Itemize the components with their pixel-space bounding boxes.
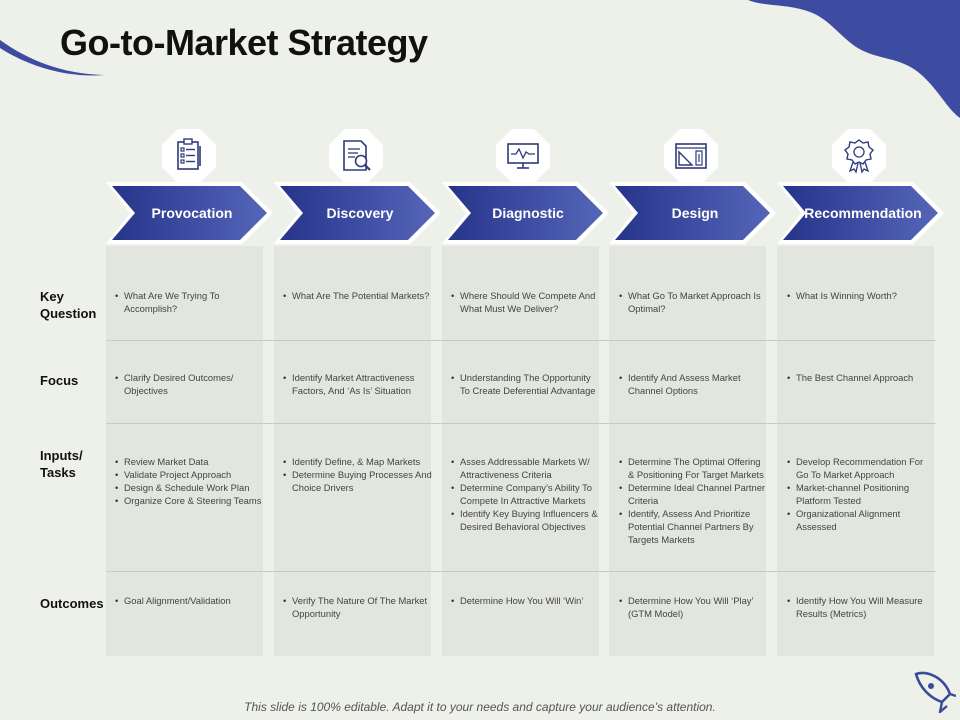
document-search-icon xyxy=(328,128,384,184)
cell-outcomes-provocation: Goal Alignment/Validation xyxy=(113,594,265,607)
cell-bullet: Where Should We Compete And What Must We… xyxy=(449,289,601,315)
row-label-inputs-tasks: Inputs/ Tasks xyxy=(40,448,83,480)
cell-bullet: Develop Recommendation For Go To Market … xyxy=(785,455,933,481)
column-recommendation xyxy=(777,246,934,656)
rocket-icon xyxy=(914,671,956,714)
cell-bullet: Validate Project Approach xyxy=(113,468,271,481)
cell-bullet: Market-channel Positioning Platform Test… xyxy=(785,481,933,507)
row-divider xyxy=(106,571,936,572)
cell-focus-recommendation: The Best Channel Approach xyxy=(785,371,937,384)
monitor-chart-icon xyxy=(495,128,551,184)
cell-inputs-discovery: Identify Define, & Map Markets Determine… xyxy=(281,455,439,494)
award-badge-icon xyxy=(831,128,887,184)
cell-bullet: The Best Channel Approach xyxy=(785,371,937,384)
cell-outcomes-diagnostic: Determine How You Will ‘Win’ xyxy=(449,594,601,607)
stage-label: Design xyxy=(671,205,719,221)
checklist-icon xyxy=(161,128,217,184)
cell-bullet: Determine How You Will ‘Win’ xyxy=(449,594,601,607)
row-label-key-question: Key Question xyxy=(40,289,97,321)
cell-bullet: Review Market Data xyxy=(113,455,271,468)
cell-bullet: Determine Ideal Channel Partner Criteria xyxy=(617,481,769,507)
cell-bullet: Organize Core & Steering Teams xyxy=(113,494,271,507)
cell-focus-discovery: Identify Market Attractiveness Factors, … xyxy=(281,371,433,397)
row-divider xyxy=(106,340,936,341)
cell-outcomes-recommendation: Identify How You Will Measure Results (M… xyxy=(785,594,937,620)
cell-bullet: What Are We Trying To Accomplish? xyxy=(113,289,265,315)
cell-bullet: Understanding The Opportunity To Create … xyxy=(449,371,601,397)
cell-bullet: Verify The Nature Of The Market Opportun… xyxy=(281,594,433,620)
cell-bullet: Identify Define, & Map Markets xyxy=(281,455,439,468)
cell-bullet: Identify And Assess Market Channel Optio… xyxy=(617,371,769,397)
cell-bullet: Identify Market Attractiveness Factors, … xyxy=(281,371,433,397)
cell-bullet: What Are The Potential Markets? xyxy=(281,289,433,302)
cell-bullet: Asses Addressable Markets W/ Attractiven… xyxy=(449,455,601,481)
stage-discovery: Discovery xyxy=(274,182,442,244)
page-title: Go-to-Market Strategy xyxy=(60,22,428,63)
stage-diagnostic: Diagnostic xyxy=(442,182,610,244)
cell-bullet: Determine How You Will ‘Play’ (GTM Model… xyxy=(617,594,769,620)
cell-focus-provocation: Clarify Desired Outcomes/ Objectives xyxy=(113,371,265,397)
stage-label: Diagnostic xyxy=(492,205,564,221)
cell-focus-design: Identify And Assess Market Channel Optio… xyxy=(617,371,769,397)
stage-provocation: Provocation xyxy=(106,182,274,244)
footer-note: This slide is 100% editable. Adapt it to… xyxy=(244,700,716,714)
cell-bullet: Determine The Optimal Offering & Positio… xyxy=(617,455,769,481)
cell-bullet: Clarify Desired Outcomes/ Objectives xyxy=(113,371,265,397)
cell-bullet: What Go To Market Approach Is Optimal? xyxy=(617,289,769,315)
corner-decoration xyxy=(748,0,960,118)
design-tools-icon xyxy=(663,128,719,184)
cell-outcomes-design: Determine How You Will ‘Play’ (GTM Model… xyxy=(617,594,769,620)
swoosh-decoration xyxy=(0,40,104,76)
cell-bullet: Determine Company’s Ability To Compete I… xyxy=(449,481,601,507)
stage-label: Discovery xyxy=(326,205,394,221)
cell-key-question-provocation: What Are We Trying To Accomplish? xyxy=(113,289,265,315)
cell-key-question-recommendation: What Is Winning Worth? xyxy=(785,289,937,302)
row-divider xyxy=(106,423,936,424)
cell-bullet: Design & Schedule Work Plan xyxy=(113,481,271,494)
cell-bullet: Identify Key Buying Influencers & Desire… xyxy=(449,507,601,533)
cell-key-question-diagnostic: Where Should We Compete And What Must We… xyxy=(449,289,601,315)
cell-bullet: Organizational Alignment Assessed xyxy=(785,507,933,533)
stage-label: Provocation xyxy=(151,205,233,221)
cell-bullet: Determine Buying Processes And Choice Dr… xyxy=(281,468,439,494)
cell-key-question-design: What Go To Market Approach Is Optimal? xyxy=(617,289,769,315)
cell-inputs-recommendation: Develop Recommendation For Go To Market … xyxy=(785,455,933,533)
row-label-outcomes: Outcomes xyxy=(40,596,104,611)
cell-focus-diagnostic: Understanding The Opportunity To Create … xyxy=(449,371,601,397)
cell-bullet: What Is Winning Worth? xyxy=(785,289,937,302)
cell-bullet: Goal Alignment/Validation xyxy=(113,594,265,607)
stage-design: Design xyxy=(609,182,777,244)
stage-recommendation: Recommendation xyxy=(777,182,945,244)
column-discovery xyxy=(274,246,431,656)
cell-bullet: Identify, Assess And Prioritize Potentia… xyxy=(617,507,769,546)
cell-inputs-diagnostic: Asses Addressable Markets W/ Attractiven… xyxy=(449,455,601,533)
cell-bullet: Identify How You Will Measure Results (M… xyxy=(785,594,937,620)
cell-inputs-provocation: Review Market Data Validate Project Appr… xyxy=(113,455,271,507)
row-label-focus: Focus xyxy=(40,373,79,388)
cell-inputs-design: Determine The Optimal Offering & Positio… xyxy=(617,455,769,546)
stage-label: Recommendation xyxy=(804,205,922,221)
cell-outcomes-discovery: Verify The Nature Of The Market Opportun… xyxy=(281,594,433,620)
cell-key-question-discovery: What Are The Potential Markets? xyxy=(281,289,433,302)
